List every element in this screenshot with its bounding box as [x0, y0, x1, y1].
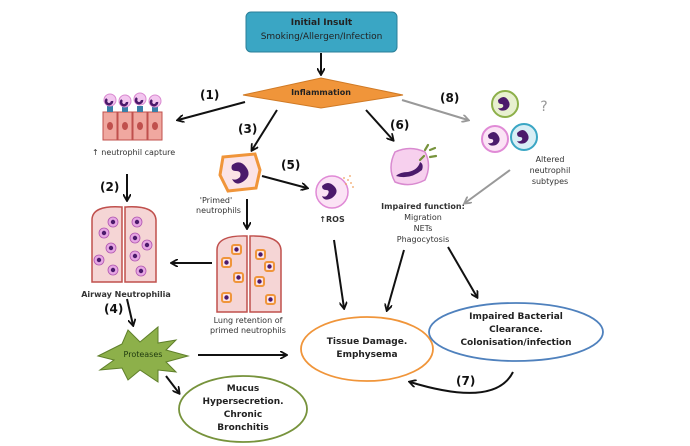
bacterial-line2: Clearance.	[489, 325, 543, 335]
ros-neutrophil-icon	[315, 175, 354, 209]
inflammation-label: Inflammation	[291, 88, 351, 97]
impaired-function-title: Impaired function:	[381, 202, 465, 211]
inflammation-diamond	[242, 77, 404, 109]
retention-lungs-icon	[216, 235, 282, 313]
initial-insult-title: Initial Insult	[290, 18, 353, 28]
arrow-1	[178, 101, 246, 120]
arrow-proteases-mucus	[165, 375, 179, 393]
tissue-damage-line1: Tissue Damage.	[326, 337, 408, 347]
arrow-ros-tissue	[333, 239, 344, 308]
mucus-line4: Bronchitis	[217, 423, 269, 433]
airway-lungs-icon	[91, 206, 157, 283]
primed-label-line1: 'Primed'	[199, 196, 233, 205]
arrow-8	[401, 99, 468, 120]
mucus-line3: Chronic	[223, 410, 263, 420]
altered-line2: neutrophil	[529, 166, 571, 175]
tissue-damage-ellipse	[300, 316, 434, 382]
arrow-impaired-bacterial	[447, 246, 477, 297]
arrow-5	[261, 175, 307, 188]
initial-insult-subtitle: Smoking/Allergen/Infection	[260, 32, 383, 42]
step-3-label: (3)	[238, 122, 258, 136]
step-8-label: (8)	[440, 91, 460, 105]
epithelium-icon	[102, 92, 163, 141]
step-6-label: (6)	[390, 118, 410, 132]
lung-retention-line2: primed neutrophils	[210, 326, 286, 335]
initial-insult-box	[245, 11, 398, 53]
arrow-7	[410, 371, 514, 394]
altered-line3: subtypes	[531, 177, 569, 186]
impaired-item-migration: Migration	[404, 213, 442, 222]
tissue-damage-line2: Emphysema	[336, 350, 398, 360]
airway-neutrophilia-label: Airway Neutrophilia	[81, 290, 171, 299]
arrow-impaired-tissue	[387, 249, 405, 310]
impaired-item-nets: NETs	[413, 224, 433, 233]
question-mark: ?	[540, 99, 548, 115]
bacterial-clearance-ellipse	[428, 302, 604, 362]
primed-label-line2: neutrophils	[196, 206, 241, 215]
altered-line1: Altered	[535, 155, 565, 164]
step-1-label: (1)	[200, 88, 220, 102]
bacterial-line1: Impaired Bacterial	[469, 312, 563, 322]
bacterial-line3: Colonisation/infection	[460, 338, 572, 348]
step-2-label: (2)	[100, 180, 120, 194]
proteases-label: Proteases	[123, 350, 163, 359]
impaired-item-phagocytosis: Phagocytosis	[396, 235, 450, 244]
impaired-neutrophil-icon	[390, 143, 438, 186]
step-5-label: (5)	[281, 158, 301, 172]
step-4-label: (4)	[104, 302, 124, 316]
proteases-star	[96, 325, 190, 383]
arrow-6	[365, 109, 393, 140]
arrow-3	[252, 109, 278, 150]
arrow-4	[126, 298, 133, 325]
mucus-line2: Hypersecretion.	[202, 397, 284, 407]
lung-retention-line1: Lung retention of	[213, 316, 283, 325]
step-7-label: (7)	[456, 374, 476, 388]
arrow-altered-impaired	[465, 169, 511, 203]
neutrophil-capture-label: ↑ neutrophil capture	[92, 148, 176, 157]
altered-neutrophils-icon	[481, 90, 538, 153]
ros-label: ↑ROS	[319, 215, 345, 224]
primed-neutrophil-icon	[218, 152, 262, 193]
mucus-line1: Mucus	[226, 384, 260, 394]
mucus-ellipse	[178, 375, 308, 443]
